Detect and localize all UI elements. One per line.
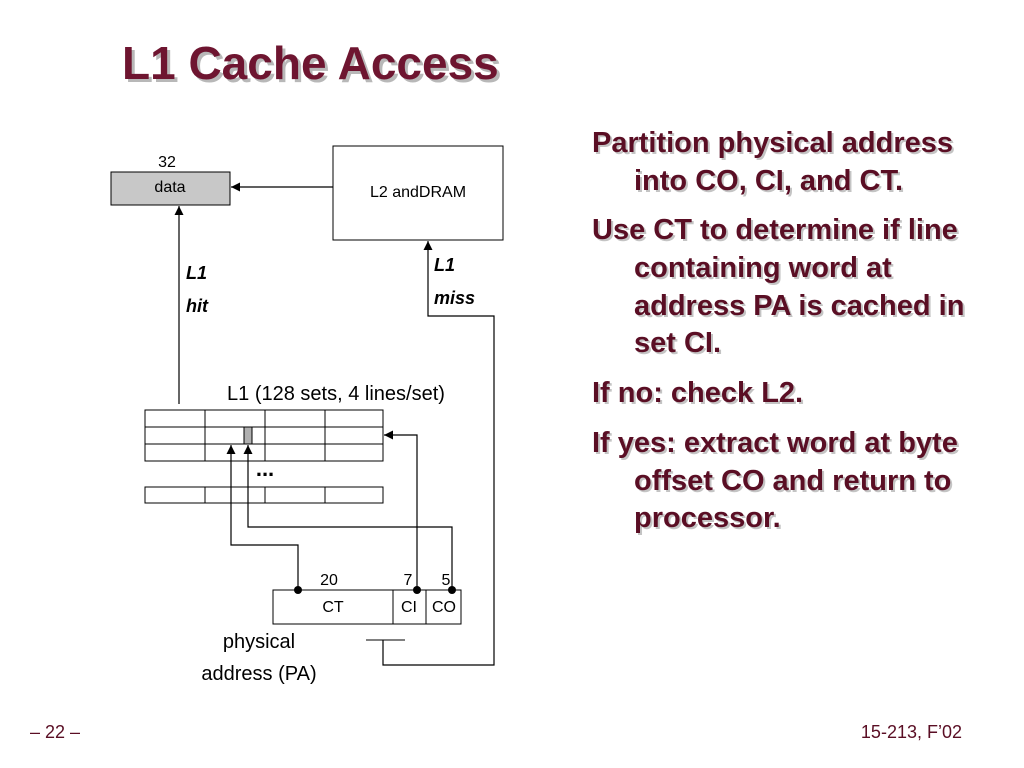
ct-path <box>226 445 299 590</box>
data-width-label: 32 <box>158 154 176 171</box>
slide-title: L1 Cache Access <box>122 37 499 89</box>
physical-address-box <box>272 589 462 625</box>
co-bits-label: 5 <box>442 572 451 589</box>
data-box <box>110 171 231 206</box>
ct-bits-label: 20 <box>320 572 338 589</box>
bullet-item: If no: check L2. <box>592 377 804 410</box>
ci-field-label: CI <box>401 599 417 616</box>
ci-path <box>384 430 418 590</box>
cache-grid <box>144 409 384 504</box>
l2-dram-label: L2 andDRAM <box>370 184 466 201</box>
l1-miss-label-line2: miss <box>434 288 475 308</box>
ct-field-label: CT <box>322 599 344 616</box>
ci-bits-label: 7 <box>404 572 413 589</box>
l1-miss-label-line1: L1 <box>434 255 455 275</box>
bullet-item: Partition physical address into CO, CI, … <box>592 127 954 197</box>
bullet-item: Use CT to determine if line containing w… <box>592 214 965 360</box>
l1-hit-label-line1: L1 <box>186 263 207 283</box>
co-path <box>243 445 453 590</box>
page-number: – 22 – <box>30 722 81 742</box>
l1-miss-path <box>382 241 495 666</box>
cache-label: L1 (128 sets, 4 lines/set) <box>227 383 445 405</box>
selected-word-cell <box>243 426 253 445</box>
pa-label-line2: address (PA) <box>201 663 316 685</box>
ci-dot <box>413 586 421 594</box>
co-dot <box>448 586 456 594</box>
pa-label-line1: physical <box>223 631 295 653</box>
bullet-list: Partition physical address into CO, CI, … <box>592 125 992 550</box>
l2-dram-box <box>332 145 504 241</box>
l1-hit-label-line2: hit <box>186 296 209 316</box>
data-label: data <box>154 179 185 196</box>
cache-ellipsis: ... <box>256 456 274 481</box>
course-label: 15-213, F’02 <box>860 722 962 742</box>
bullet-item: If yes: extract word at byte offset CO a… <box>592 426 958 535</box>
ct-dot <box>294 586 302 594</box>
co-field-label: CO <box>432 599 456 616</box>
